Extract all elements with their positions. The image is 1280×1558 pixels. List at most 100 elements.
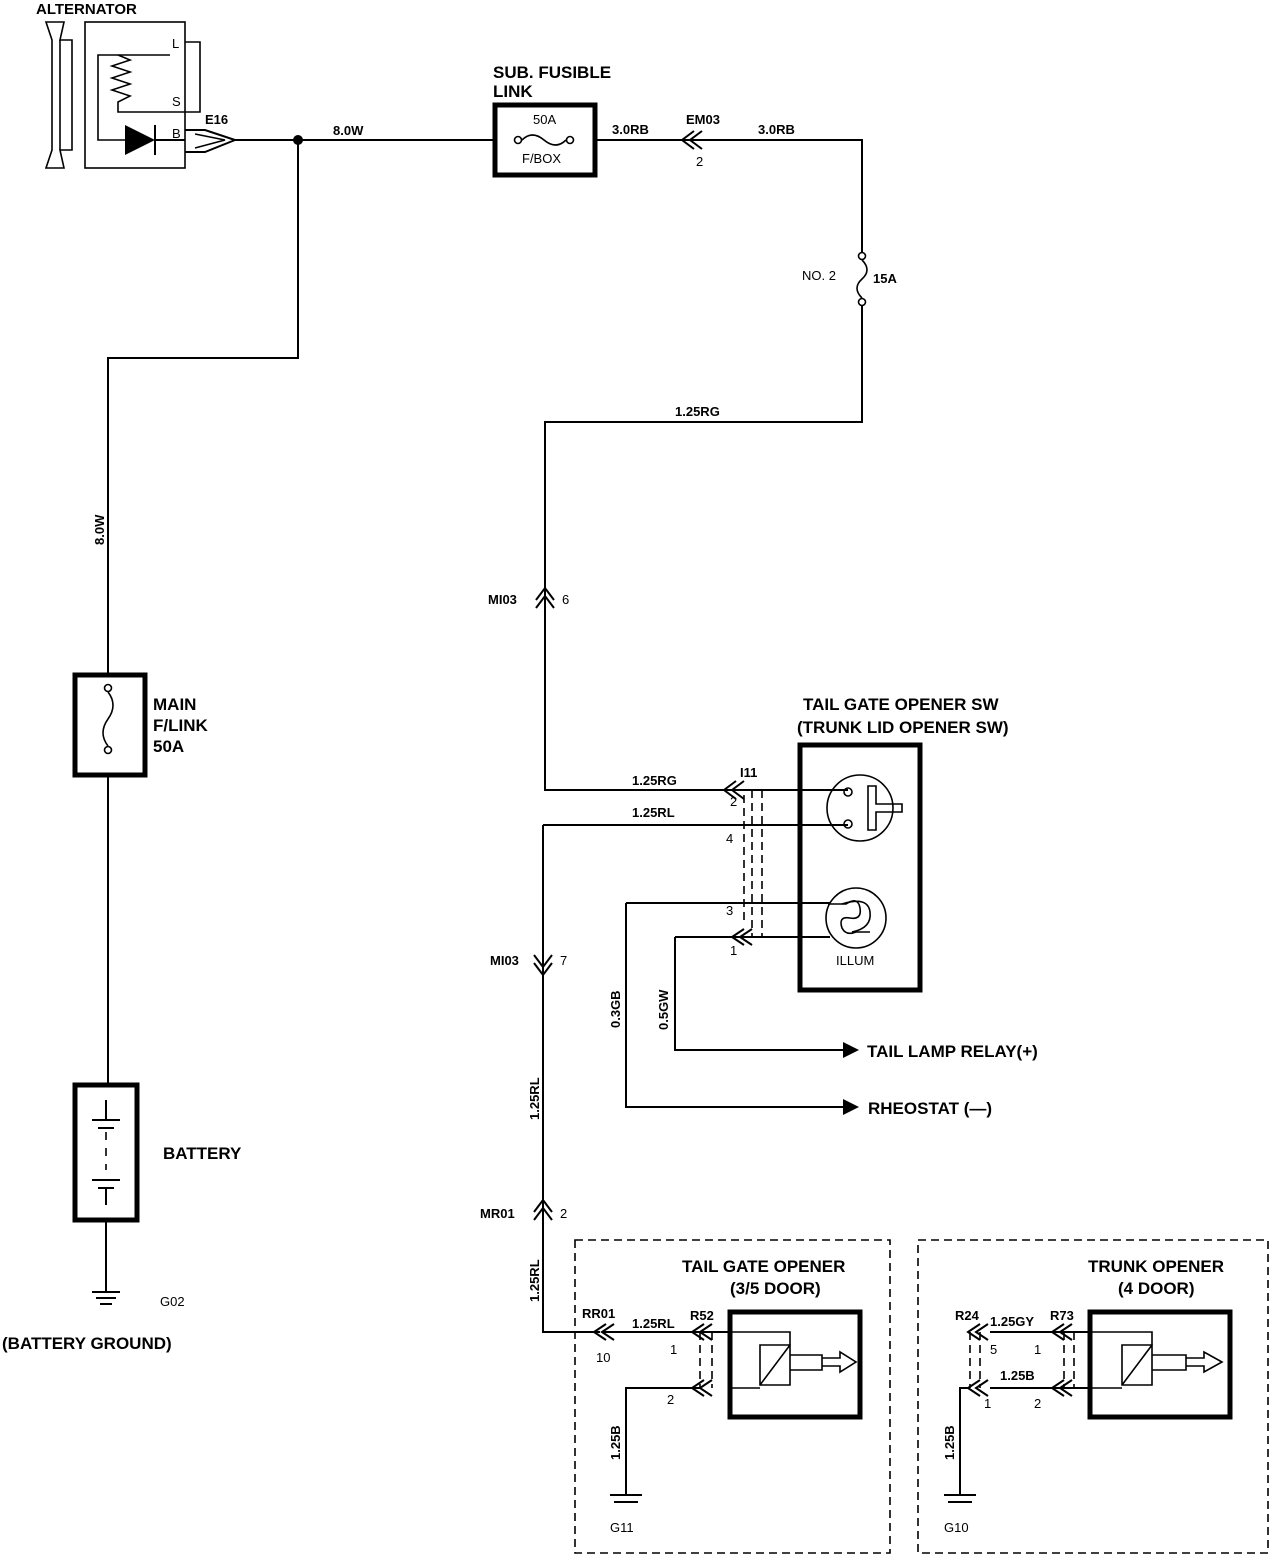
wire-1.25rl-down [542, 825, 600, 1333]
alt-terminal-l: L [172, 36, 179, 51]
tail-gate-opener-switch: TAIL GATE OPENER SW (TRUNK LID OPENER SW… [797, 695, 1009, 993]
wire-label-3.0rb-2: 3.0RB [758, 122, 795, 137]
wire-label-1.25gy: 1.25GY [990, 1314, 1034, 1329]
r52-label: R52 [690, 1308, 714, 1323]
wire-label-0.3gb: 0.3GB [608, 990, 623, 1028]
sub-fusible-link: SUB. FUSIBLE LINK 50A F/BOX [492, 63, 611, 178]
main-link-rating: 50A [153, 737, 184, 756]
wire-8.0w-to-main-link [107, 140, 299, 675]
e16-connector-icon [185, 129, 238, 153]
fuse-name: NO. 2 [802, 268, 836, 283]
r73-connector-icon [1063, 1332, 1075, 1388]
tail-lamp-relay-label: TAIL LAMP RELAY(+) [867, 1042, 1038, 1061]
i11-label: I11 [740, 765, 757, 780]
i11-connector-icon [743, 790, 763, 937]
e16-connector-label: E16 [205, 112, 228, 127]
i11-pin-4: 4 [726, 831, 733, 846]
em03-pin: 2 [696, 154, 703, 169]
ground-g11-label: G11 [610, 1520, 634, 1535]
sub-fusible-link-title-1: SUB. FUSIBLE [493, 63, 611, 82]
wire-label-0.5gw: 0.5GW [656, 989, 671, 1030]
alternator: L S B ALTERNATOR E16 [36, 1, 238, 169]
alt-terminal-b: B [172, 126, 181, 141]
battery: BATTERY [72, 1082, 242, 1223]
fuse-no2: NO. 2 15A [802, 251, 897, 307]
arrow-rheostat-icon [843, 1099, 859, 1115]
rheostat-label: RHEOSTAT (—) [868, 1099, 992, 1118]
trunk-opener-group: TRUNK OPENER (4 DOOR) 1.25GY 1.25B R24 5… [917, 1239, 1269, 1554]
ground-g10-icon [944, 1494, 976, 1503]
wire-label-1.25rg-2: 1.25RG [632, 773, 677, 788]
ground-g10-label: G10 [944, 1520, 969, 1535]
ground-g02-label: G02 [160, 1294, 185, 1309]
wire-1.25rg [544, 306, 863, 791]
em03-connector-icon [680, 130, 703, 150]
battery-ground-label: (BATTERY GROUND) [2, 1334, 172, 1353]
fuse-icon [856, 259, 868, 299]
tail-gate-opener-title-1: TAIL GATE OPENER [682, 1257, 845, 1276]
switch-title-1: TAIL GATE OPENER SW [803, 695, 999, 714]
alternator-label: ALTERNATOR [36, 1, 137, 18]
wire-label-1.25b-trunk: 1.25B [1000, 1368, 1035, 1383]
wire-label-1.25rl-2: 1.25RL [527, 1259, 542, 1302]
r24-pin-5: 5 [990, 1342, 997, 1357]
sub-link-rating: 50A [533, 112, 556, 127]
illumination-bulb-icon [825, 887, 887, 949]
wire-3.0rb [595, 139, 863, 252]
trunk-opener-title-2: (4 DOOR) [1118, 1279, 1195, 1298]
em03-connector-label: EM03 [686, 112, 720, 127]
main-link-icon [102, 691, 114, 747]
r73-pin-1: 1 [1034, 1342, 1041, 1357]
mi03-7-connector-icon [533, 954, 553, 977]
wire-label-8.0w-vertical: 8.0W [92, 514, 107, 545]
battery-icon [92, 1100, 120, 1129]
sub-link-location: F/BOX [522, 151, 561, 166]
mi03-bottom-pin: 7 [560, 953, 567, 968]
tail-gate-opener-group: TAIL GATE OPENER (3/5 DOOR) RR01 10 1.25… [574, 1239, 891, 1554]
alternator-body [84, 21, 186, 169]
mi03-bottom-label: MI03 [490, 953, 519, 968]
fusible-link-icon [521, 134, 567, 146]
wire-label-1.25rg-1: 1.25RG [675, 404, 720, 419]
mi03-6-connector-icon [535, 586, 555, 609]
r73-label: R73 [1050, 1308, 1074, 1323]
wire-0.3gb [625, 903, 845, 1108]
rr01-label: RR01 [582, 1306, 615, 1321]
r24-connector-icon [969, 1332, 981, 1388]
ground-g02-icon [92, 1291, 120, 1305]
wire-label-1.25rl-switch: 1.25RL [632, 805, 675, 820]
actuator-arrow-icon [790, 1350, 858, 1374]
wire-label-1.25b-trunk-ground: 1.25B [942, 1425, 957, 1460]
main-link-title-2: F/LINK [153, 716, 208, 735]
battery-label: BATTERY [163, 1144, 242, 1163]
switch-title-2: (TRUNK LID OPENER SW) [797, 718, 1009, 737]
mi03-top-label: MI03 [488, 592, 517, 607]
main-fusible-link: MAIN F/LINK 50A [72, 672, 208, 778]
switch-plunger-icon [867, 785, 903, 831]
ground-g11-icon [610, 1494, 642, 1503]
wire-label-1.25rl-1: 1.25RL [527, 1077, 542, 1120]
trunk-actuator-arrow-icon [1152, 1350, 1224, 1374]
mi03-top-pin: 6 [562, 592, 569, 607]
wire-label-8.0w-main: 8.0W [333, 123, 364, 138]
trunk-actuator-solenoid-icon [1121, 1344, 1153, 1386]
diode-icon [125, 125, 155, 155]
tail-gate-opener-title-2: (3/5 DOOR) [730, 1279, 821, 1298]
r73-pin-2: 2 [1034, 1396, 1041, 1411]
i11-connector: I11 2 4 3 1 [722, 765, 763, 958]
i11-pin-2: 2 [730, 794, 737, 809]
illum-label: ILLUM [836, 953, 874, 968]
wire-0.5gw [674, 937, 845, 1051]
r52-pin-1: 1 [670, 1342, 677, 1357]
r24-pin-1: 1 [984, 1396, 991, 1411]
arrow-tail-lamp-relay-icon [843, 1042, 859, 1058]
r24-label: R24 [955, 1308, 980, 1323]
r52-connector-icon [699, 1332, 713, 1388]
wire-label-1.25b-tg: 1.25B [608, 1425, 623, 1460]
rr01-pin: 10 [596, 1350, 610, 1365]
field-coil-icon [97, 54, 185, 113]
mr01-label: MR01 [480, 1206, 515, 1221]
mr01-pin: 2 [560, 1206, 567, 1221]
mr01-connector-icon [533, 1198, 553, 1221]
wire-1.25b-trunk-ground [959, 1387, 970, 1495]
